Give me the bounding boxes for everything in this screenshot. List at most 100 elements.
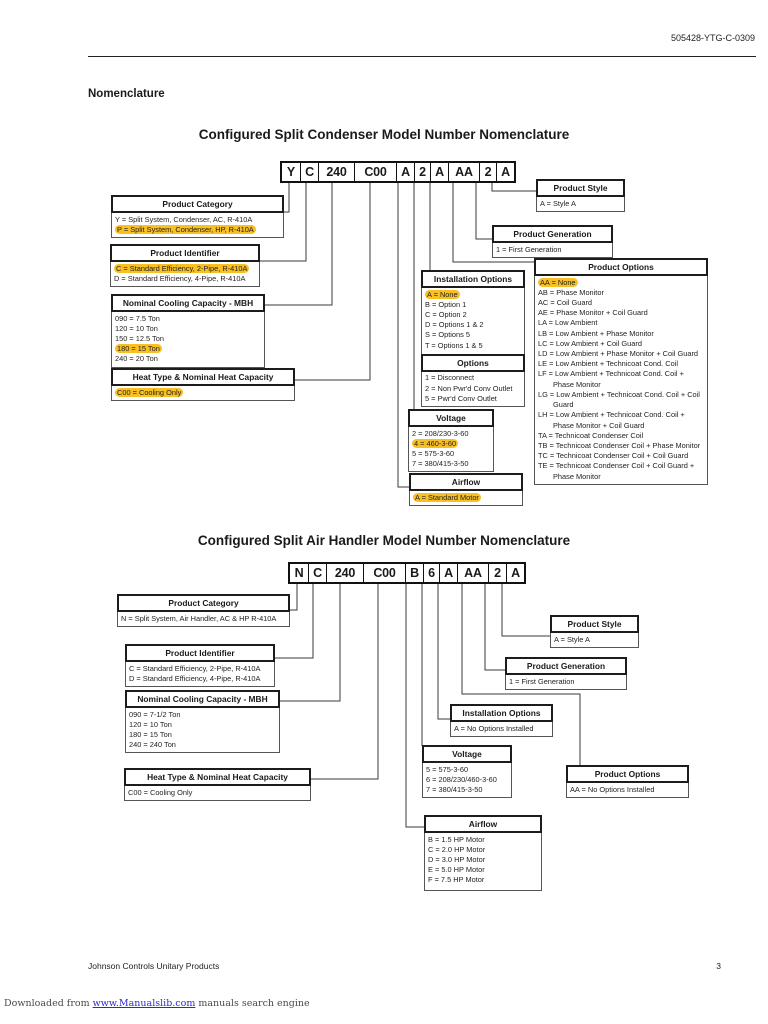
connector-line — [290, 584, 298, 611]
code-definition: 5 = 575-3-60 — [426, 764, 469, 774]
code-definition: 150 = 12.5 Ton — [115, 333, 164, 343]
model-number-cell: AA — [457, 564, 488, 582]
model-number-cell: 2 — [488, 564, 506, 582]
code-definition: C00 = Cooling Only — [128, 787, 193, 797]
box-title: Product Style — [536, 179, 625, 197]
code-definition: TE = Technicoat Condenser Coil + Coil Gu… — [538, 461, 695, 481]
highlighted-definition: C00 = Cooling Only — [115, 387, 184, 397]
connector-line — [484, 584, 505, 671]
code-definition: 1 = First Generation — [509, 676, 575, 686]
code-definition: LH = Low Ambient + Technicoat Cond. Coil… — [538, 410, 685, 430]
box-title: Airflow — [409, 473, 523, 491]
code-definition: TC = Technicoat Condenser Coil + Coil Gu… — [538, 451, 689, 461]
box-title: Product Options — [534, 258, 708, 276]
code-definition: TB = Technicoat Condenser Coil + Phase M… — [538, 441, 701, 450]
model-number-cell: C00 — [363, 564, 405, 582]
code-definition: D = Standard Efficiency, 4-Pipe, R-410A — [114, 273, 246, 283]
condenser-diagram-title: Configured Split Condenser Model Number … — [198, 127, 570, 142]
model-number-cell: A — [396, 163, 414, 181]
code-definition: TA = Technicoat Condenser Coil — [538, 430, 644, 440]
box-items: A = Style A — [537, 197, 624, 211]
box-items: AA = No Options Installed — [567, 783, 688, 797]
model-number-cell: 2 — [414, 163, 430, 181]
code-definition: AA = No Options Installed — [570, 784, 655, 794]
code-definition: 2 = Non Pwr'd Conv Outlet — [425, 383, 513, 393]
box-items: C00 = Cooling Only — [125, 786, 310, 800]
highlighted-definition: P = Split System, Condenser, HP, R-410A — [115, 224, 256, 234]
code-definition: 120 = 10 Ton — [115, 323, 158, 333]
code-definition: E = 5.0 HP Motor — [428, 865, 485, 875]
box-title: Product Generation — [492, 225, 613, 243]
model-number-cell: 6 — [423, 564, 439, 582]
box-title: Product Style — [550, 615, 639, 633]
code-definition: AA = None — [538, 277, 704, 288]
code-definition: LA = Low Ambient — [538, 318, 598, 328]
header-rule — [88, 56, 756, 57]
connector-line — [491, 183, 536, 192]
code-definition: A = Standard Motor — [413, 492, 519, 503]
model-number-cell: Y — [286, 165, 296, 179]
connector-line — [284, 183, 290, 213]
code-definition: 5 = Pwr'd Conv Outlet — [425, 393, 497, 403]
section-heading: Nomenclature — [88, 88, 165, 100]
connector-line — [501, 584, 550, 637]
code-definition: Y = Split System, Condenser, AC, R-410A — [115, 214, 253, 224]
code-definition: LB = Low Ambient + Phase Monitor — [538, 328, 654, 338]
box-title: Nominal Cooling Capacity - MBH — [111, 294, 265, 312]
code-definition: F = 7.5 HP Motor — [428, 875, 485, 885]
model-number-cell: N — [294, 566, 304, 580]
code-definition: C = Option 2 — [425, 309, 467, 319]
watermark: Downloaded from www.Manualslib.com manua… — [4, 998, 310, 1009]
code-definition: LD = Low Ambient + Phase Monitor + Coil … — [538, 349, 699, 359]
air-handler-diagram-title: Configured Split Air Handler Model Numbe… — [197, 533, 571, 548]
manualslib-link[interactable]: www.Manualslib.com — [92, 998, 196, 1009]
box-title: Installation Options — [421, 270, 525, 288]
code-definition: 7 = 380/415-3-50 — [412, 459, 469, 469]
model-number-cell: A — [430, 163, 448, 181]
box-title: Product Identifier — [110, 244, 260, 262]
model-number-cell: 2 — [479, 163, 496, 181]
connector-line — [437, 584, 450, 720]
model-number-cell: 240 — [326, 564, 363, 582]
code-definition: B = 1.5 HP Motor — [428, 834, 485, 844]
code-definition: 180 = 15 Ton — [115, 344, 261, 354]
highlighted-definition: 180 = 15 Ton — [115, 344, 162, 354]
code-definition: LF = Low Ambient + Technicoat Cond. Coil… — [538, 369, 684, 389]
box-title: Voltage — [408, 409, 494, 427]
watermark-prefix: Downloaded from — [4, 998, 93, 1009]
box-title: Installation Options — [450, 704, 553, 722]
code-definition: S = Options 5 — [425, 330, 470, 340]
code-definition: 1 = First Generation — [496, 244, 562, 254]
highlighted-definition: A = None — [425, 289, 460, 299]
code-definition: 5 = 575-3-60 — [412, 448, 455, 458]
highlighted-definition: A = Standard Motor — [413, 492, 481, 502]
highlighted-definition: 4 = 460-3-60 — [412, 438, 459, 448]
watermark-suffix: manuals search engine — [195, 998, 310, 1009]
code-definition: C = Standard Efficiency, 2-Pipe, R-410A — [129, 663, 261, 673]
code-definition: 180 = 15 Ton — [129, 729, 172, 739]
model-number-cell: C — [300, 163, 318, 181]
code-definition: 090 = 7.5 Ton — [115, 313, 160, 323]
box-title: Nominal Cooling Capacity - MBH — [125, 690, 280, 708]
